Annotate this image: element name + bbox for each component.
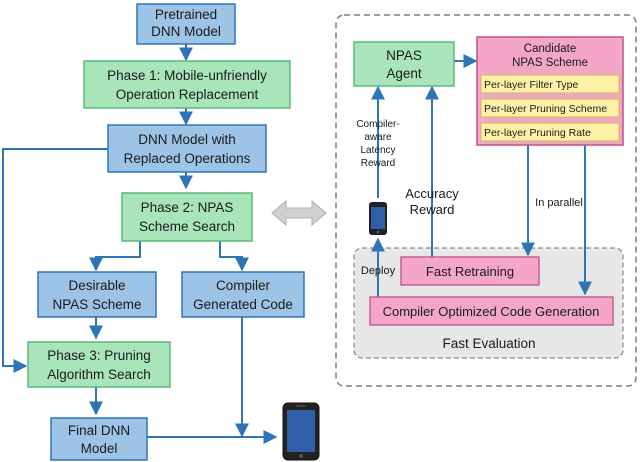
arrow-replaced-bypass-to-phase3: [2, 148, 108, 373]
box-replaced-operations: DNN Model with Replaced Operations: [107, 124, 267, 173]
phase1-line-1: Phase 1: Mobile-unfriendly: [107, 68, 267, 83]
box-pretrained: Pretrained DNN Model: [136, 3, 236, 45]
final-line-2: Model: [81, 441, 118, 456]
candidate-item-1-bg: [480, 74, 620, 94]
phase1-line-2: Operation Replacement: [116, 87, 259, 102]
phase3-line-1: Phase 3: Pruning: [47, 348, 151, 363]
deploy-label: Deploy: [361, 265, 396, 277]
replaced-line-2: Replaced Operations: [124, 151, 251, 166]
fast-retraining-text: Fast Retraining: [426, 264, 514, 279]
agent-line-2: Agent: [386, 66, 422, 81]
agent-line-1: NPAS: [386, 48, 422, 63]
box-fast-retraining: Fast Retraining: [400, 256, 540, 286]
arrow-phase2-to-compiler: [219, 241, 249, 272]
candidate-item-2-bg: [480, 98, 620, 118]
box-npas-agent: NPAS Agent: [353, 41, 455, 87]
pretrained-line-2: DNN Model: [151, 24, 221, 39]
accuracy-reward-label: Accuracy Reward: [405, 186, 459, 217]
candidate-title-line-1: Candidate: [524, 43, 576, 55]
candidate-item-pruning-rate: Per-layer Pruning Rate: [484, 127, 591, 139]
box-code-generation: Compiler Optimized Code Generation: [369, 296, 614, 326]
accuracy-reward-line-2: Reward: [410, 202, 455, 217]
smartphone-icon: [282, 402, 320, 461]
latency-reward-line-1: Compiler-: [356, 119, 399, 130]
final-line-1: Final DNN: [68, 423, 130, 438]
phase2-line-2: Scheme Search: [139, 219, 235, 234]
latency-reward-line-2: aware: [364, 132, 392, 143]
box-final-model: Final DNN Model: [50, 417, 148, 461]
box-desirable-scheme: Desirable NPAS Scheme: [37, 271, 157, 318]
latency-reward-line-4: Reward: [361, 158, 395, 169]
phase3-line-2: Algorithm Search: [47, 367, 151, 382]
candidate-item-pruning-scheme: Per-layer Pruning Scheme: [484, 103, 607, 115]
right-panel-arrows: [371, 54, 592, 297]
latency-reward-line-3: Latency: [360, 145, 395, 156]
replaced-line-1: DNN Model with: [138, 132, 236, 147]
desirable-line-1: Desirable: [68, 278, 125, 293]
box-candidate-scheme: Candidate NPAS Scheme Per-layer Filter T…: [476, 36, 624, 146]
left-flow-arrows: [2, 44, 278, 444]
code-generation-text: Compiler Optimized Code Generation: [383, 304, 600, 319]
fast-evaluation-label: Fast Evaluation: [442, 336, 535, 351]
pretrained-line-1: Pretrained: [155, 7, 217, 22]
arrow-phase2-to-desirable: [89, 241, 141, 272]
bidirectional-arrow-icon: [271, 199, 327, 227]
small-phone-icon: [369, 202, 387, 235]
right-panel-dashed-border: [335, 14, 637, 387]
phase2-line-1: Phase 2: NPAS: [141, 200, 234, 215]
compiler-code-line-2: Generated Code: [193, 297, 293, 312]
latency-reward-label: Compiler- aware Latency Reward: [356, 119, 399, 169]
box-compiler-generated-code: Compiler Generated Code: [181, 271, 305, 318]
box-phase2: Phase 2: NPAS Scheme Search: [121, 192, 253, 242]
accuracy-reward-line-1: Accuracy: [405, 186, 459, 201]
box-phase3: Phase 3: Pruning Algorithm Search: [27, 341, 171, 388]
in-parallel-label: In parallel: [535, 197, 583, 209]
compiler-code-line-1: Compiler: [216, 278, 271, 293]
candidate-item-3-bg: [480, 122, 620, 142]
box-phase1: Phase 1: Mobile-unfriendly Operation Rep…: [83, 60, 291, 109]
candidate-item-filter-type: Per-layer Filter Type: [484, 79, 578, 91]
desirable-line-2: NPAS Scheme: [52, 297, 141, 312]
candidate-title-line-2: NPAS Scheme: [512, 57, 588, 69]
